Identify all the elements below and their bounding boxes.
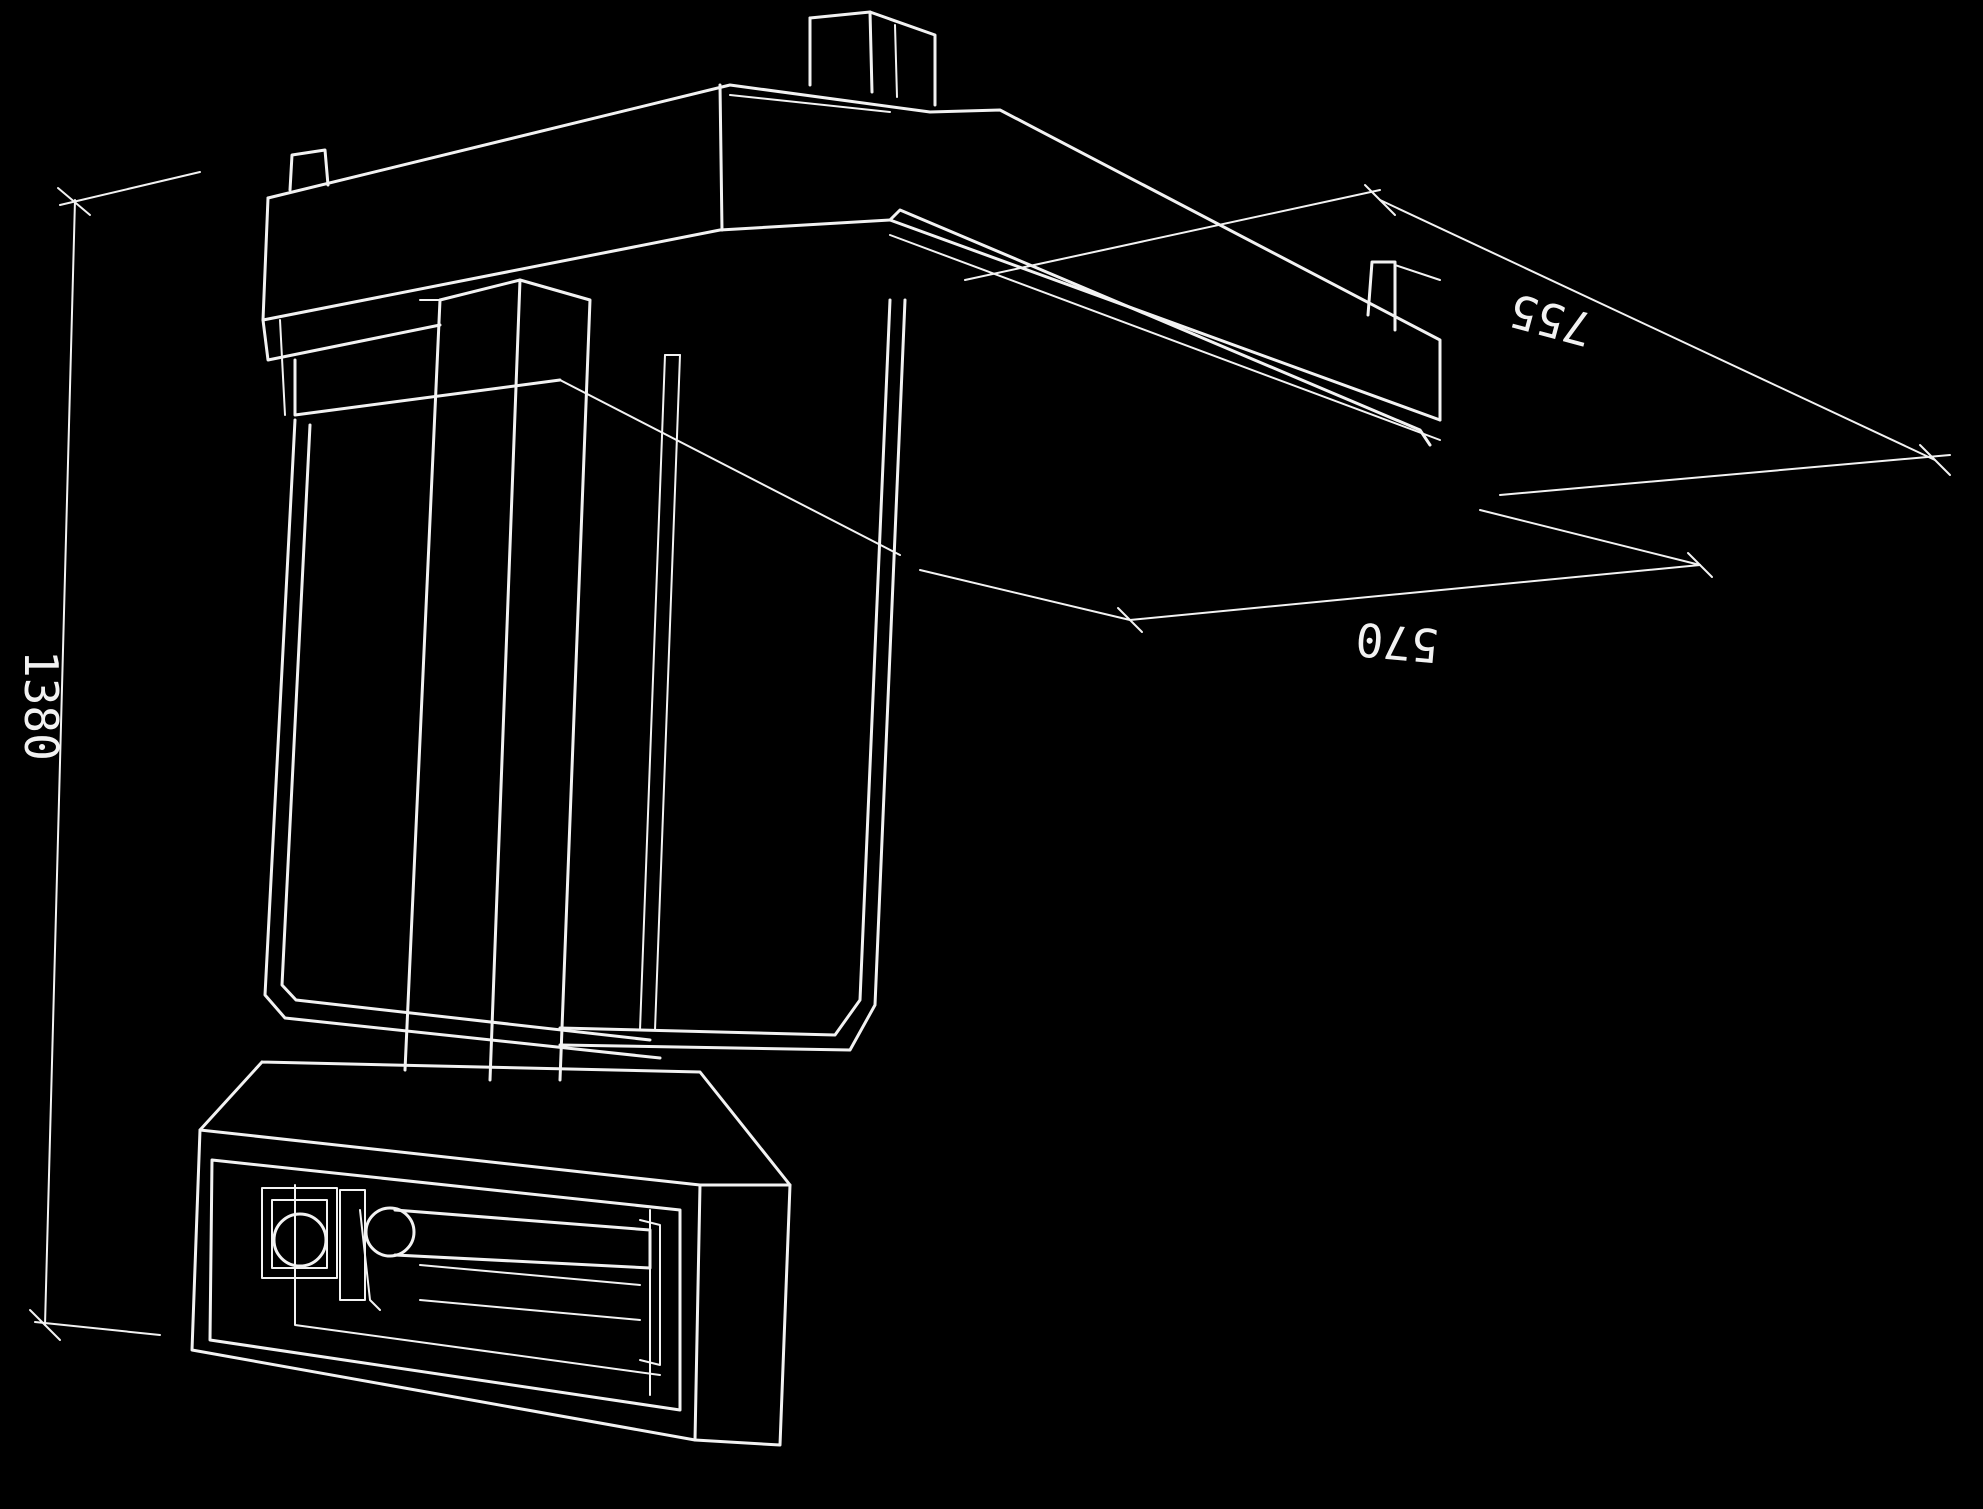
width-dimension-label: 570 (1353, 612, 1440, 673)
height-dimension-label: 1380 (14, 650, 68, 761)
dimension-width: 570 (919, 509, 1713, 673)
dimension-depth: 755 (964, 184, 1951, 496)
central-column (403, 278, 592, 1082)
top-housing (261, 83, 1442, 447)
side-frame (263, 298, 907, 1060)
depth-dimension-label: 755 (1504, 283, 1598, 357)
top-post (808, 10, 937, 107)
bottom-box (190, 1060, 792, 1447)
dimension-height: 1380 (14, 171, 201, 1341)
mechanism-rollers (261, 1187, 661, 1366)
housing-lugs (288, 148, 1441, 332)
